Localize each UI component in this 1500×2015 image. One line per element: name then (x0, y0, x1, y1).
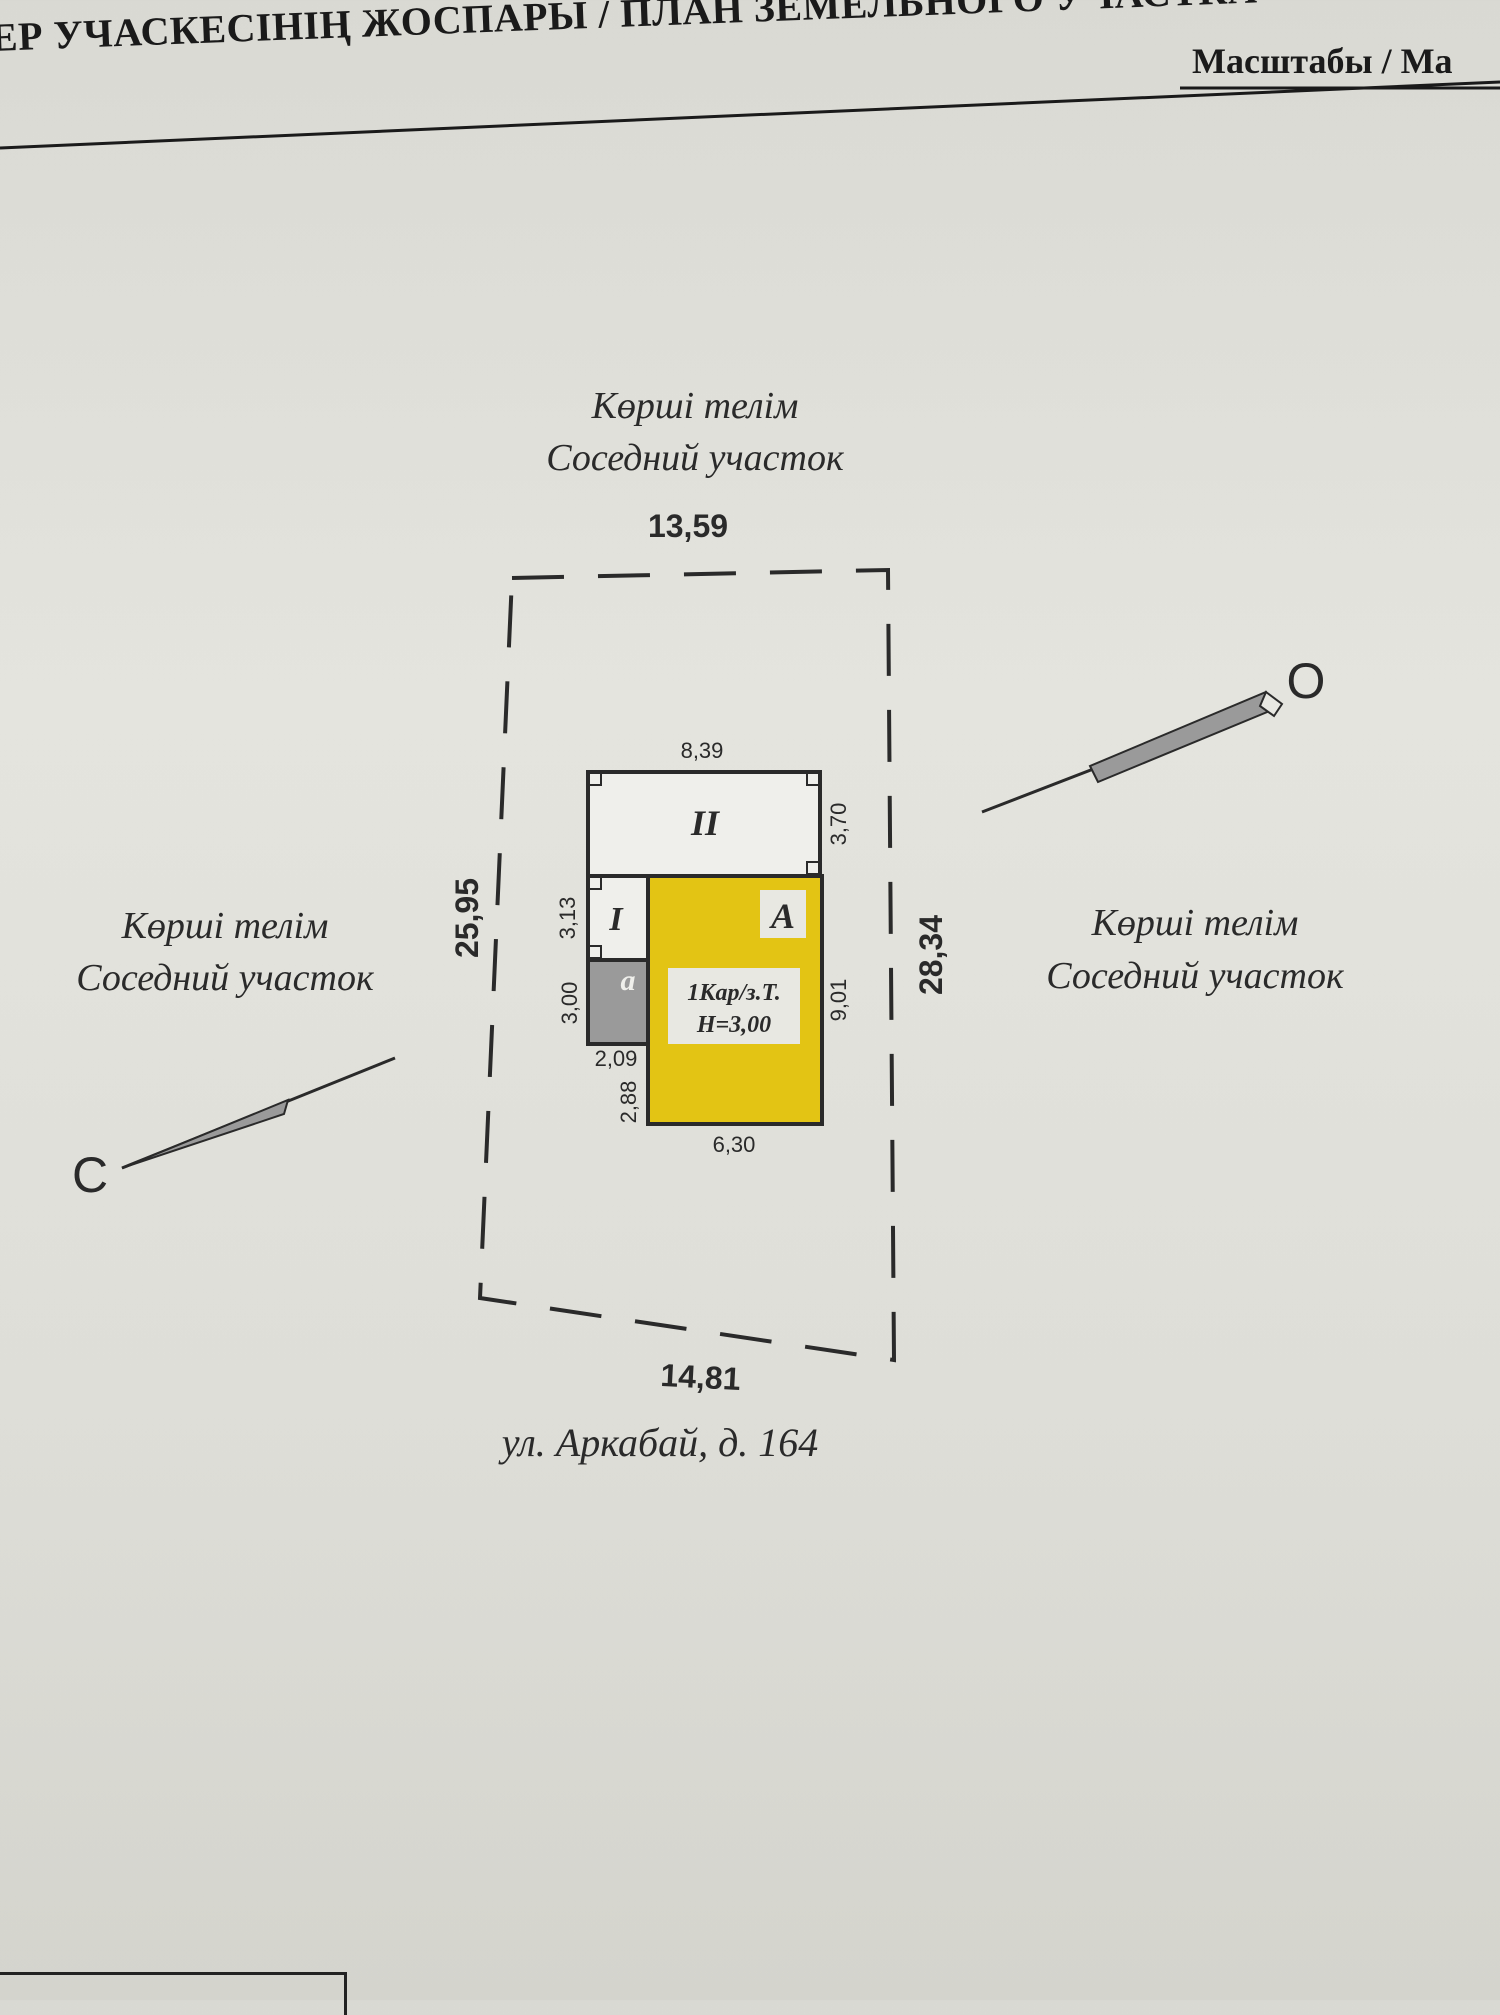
neighbor-left-kz: Көрші телім (121, 905, 329, 947)
dim-a-small-width: 2,09 (595, 1046, 638, 1071)
dim-lower-offset: 2,88 (616, 1081, 641, 1124)
plot-dim-right: 28,34 (913, 915, 949, 995)
north-arrow-label: С (72, 1147, 108, 1203)
neighbor-right-kz: Көрші телім (1091, 902, 1299, 944)
neighbor-label-top: Көрші телім Соседний участок (546, 385, 845, 479)
building-ii-label: II (690, 803, 721, 843)
address-label: ул. Аркабай, д. 164 (498, 1420, 819, 1465)
dim-a-small-height: 3,00 (557, 982, 582, 1025)
neighbor-top-ru: Соседний участок (546, 437, 845, 479)
building-a-info-line1: 1Кар/з.Т. (687, 980, 780, 1006)
building-a-info-box (668, 968, 800, 1044)
dim-a-width: 6,30 (713, 1132, 756, 1157)
plot-dim-left: 25,95 (449, 878, 485, 958)
plot-boundary (477, 567, 897, 1363)
bottom-table-edge (0, 1972, 347, 2015)
sheet-header: ЕР УЧАСКЕСІНІҢ ЖОСПАРЫ / ПЛАН ЗЕМЕЛЬНОГО… (0, 0, 1500, 160)
plot-dim-top: 13,59 (648, 508, 728, 544)
plot-dim-bottom: 14,81 (660, 1357, 742, 1397)
neighbor-right-ru: Соседний участок (1046, 955, 1345, 997)
neighbor-label-left: Көрші телім Соседний участок (76, 905, 375, 999)
east-arrow-label: О (1287, 653, 1326, 709)
building-i-label: I (608, 901, 624, 938)
dim-ii-width: 8,39 (681, 738, 724, 763)
neighbor-label-right: Көрші телім Соседний участок (1046, 902, 1345, 997)
building-a-letter: А (769, 896, 795, 936)
dim-ii-height: 3,70 (826, 803, 851, 846)
header-rules (0, 80, 1500, 150)
building-a-letter-box (760, 890, 806, 938)
building-a-info-line2: Н=3,00 (696, 1012, 771, 1038)
annex-a-label: а (621, 964, 636, 997)
neighbor-left-ru: Соседний участок (76, 957, 375, 999)
neighbor-top-kz: Көрші телім (591, 385, 799, 427)
north-arrow: С (72, 1056, 396, 1203)
dim-a-height: 9,01 (826, 979, 851, 1022)
annex-a (586, 958, 652, 1046)
dim-i-height: 3,13 (555, 897, 580, 940)
scale-label: Масштабы / Ма (1192, 41, 1453, 81)
east-arrow: О (981, 653, 1326, 814)
